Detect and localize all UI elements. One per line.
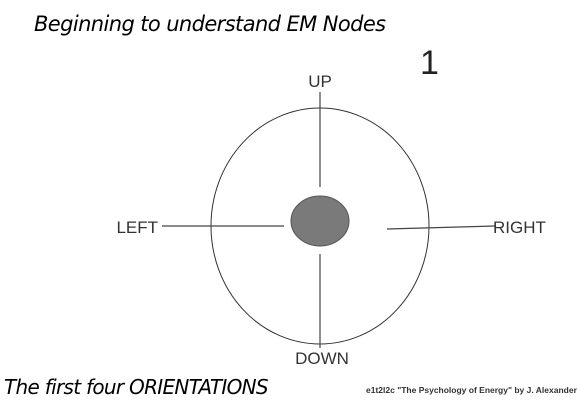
label-up: UP: [308, 72, 332, 91]
caption: The first four ORIENTATIONS: [4, 375, 269, 399]
credit-line: e1t2l2c "The Psychology of Energy" by J.…: [366, 385, 577, 395]
page-title: Beginning to understand EM Nodes: [34, 12, 386, 36]
label-left: LEFT: [116, 218, 158, 237]
label-right: RIGHT: [493, 218, 546, 237]
label-down: DOWN: [295, 349, 349, 368]
right-line: [386, 225, 496, 230]
center-node: [290, 195, 350, 247]
page-number: 1: [420, 44, 439, 82]
